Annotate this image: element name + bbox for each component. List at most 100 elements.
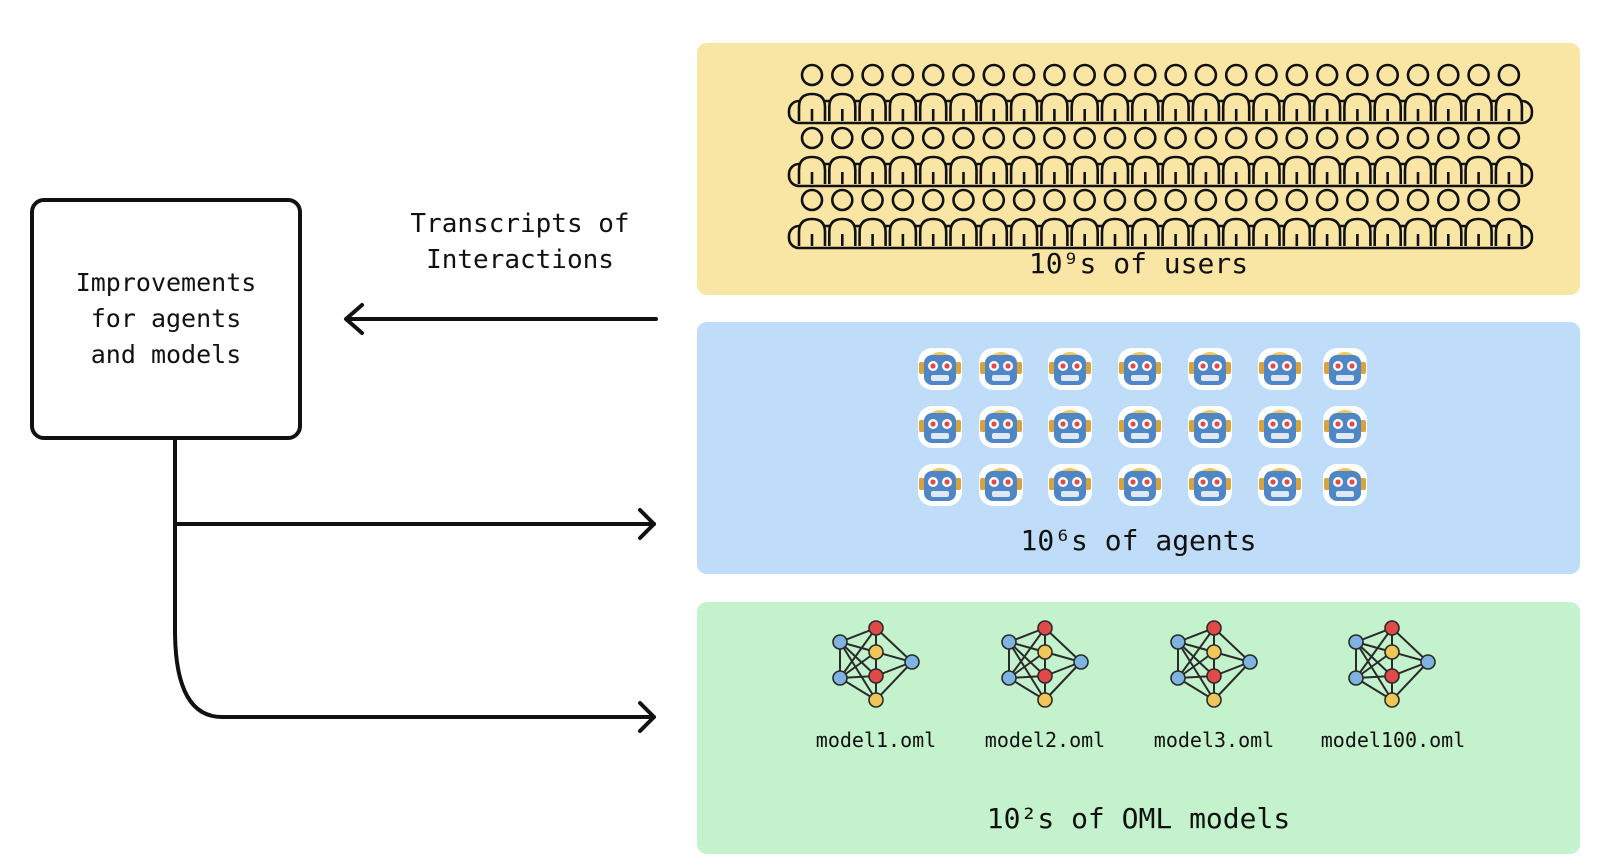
model-file-label: model2.oml [984, 728, 1106, 752]
person-icon [1070, 126, 1099, 184]
transcripts-label: Transcripts of Interactions [410, 209, 630, 275]
person-icon [1009, 188, 1039, 246]
person-icon [1434, 188, 1463, 246]
person-icon [1221, 126, 1251, 184]
person-icon [1040, 126, 1069, 184]
person-icon [858, 63, 887, 121]
person-icon [1040, 188, 1069, 246]
robot-icon [979, 464, 1023, 506]
neural-network-icon [1170, 620, 1258, 708]
person-icon [1312, 126, 1342, 184]
person-icon [979, 126, 1009, 184]
person-icon [888, 63, 918, 121]
transcripts-arrowhead [344, 303, 364, 335]
person-icon [1494, 63, 1524, 121]
user-row [787, 63, 1534, 125]
person-icon [1191, 63, 1221, 121]
robot-icon [918, 464, 962, 506]
person-icon [1252, 188, 1281, 246]
person-icon [1221, 188, 1251, 246]
person-icon [1312, 63, 1342, 121]
improvements-box: Improvements for agents and models [30, 198, 302, 440]
person-icon [797, 126, 827, 184]
robot-icon [918, 406, 962, 448]
person-icon [1070, 188, 1099, 246]
person-icon [1161, 188, 1190, 246]
person-icon [1343, 126, 1372, 184]
robot-icon [918, 348, 962, 390]
person-icon [1373, 126, 1402, 184]
robot-icon [1048, 464, 1092, 506]
robot-icon [1323, 348, 1367, 390]
robot-icon [1188, 348, 1232, 390]
person-icon [1343, 188, 1372, 246]
person-icon [1343, 63, 1372, 121]
person-icon [858, 188, 887, 246]
person-icon [1100, 63, 1130, 121]
person-icon [1434, 63, 1463, 121]
person-icon [1494, 188, 1524, 246]
person-icon [918, 126, 948, 184]
models-label: 10²s of OML models [986, 802, 1291, 835]
person-icon [949, 126, 978, 184]
robot-icon [1258, 348, 1302, 390]
person-icon [1131, 126, 1160, 184]
person-icon [1252, 126, 1281, 184]
users-panel: 10⁹s of users [697, 43, 1580, 295]
person-icon [918, 63, 948, 121]
person-icon [979, 188, 1009, 246]
person-icon [1100, 126, 1130, 184]
neural-network-icon [1348, 620, 1436, 708]
person-icon [1100, 188, 1130, 246]
model-file-label: model3.oml [1153, 728, 1275, 752]
user-row [787, 188, 1534, 250]
robot-icon [1188, 464, 1232, 506]
person-icon [979, 63, 1009, 121]
person-icon [828, 126, 857, 184]
person-icon [949, 188, 978, 246]
person-icon [858, 126, 887, 184]
robot-icon [1188, 406, 1232, 448]
agents-panel: 10⁶s of agents [697, 322, 1580, 574]
person-icon [797, 63, 827, 121]
user-row [787, 126, 1534, 188]
robot-icon [1118, 348, 1162, 390]
robot-icon [1048, 348, 1092, 390]
improvements-label: Improvements for agents and models [75, 268, 257, 369]
agents-arrowhead [638, 508, 656, 540]
person-icon [1131, 188, 1160, 246]
robot-icon [1118, 406, 1162, 448]
person-icon [828, 63, 857, 121]
person-icon [797, 188, 827, 246]
person-icon [1009, 126, 1039, 184]
person-icon [1403, 126, 1433, 184]
users-icons [787, 63, 1534, 250]
agents-label: 10⁶s of agents [1020, 524, 1257, 557]
person-icon [918, 188, 948, 246]
person-icon [1191, 126, 1221, 184]
models-icons [832, 620, 1436, 708]
person-icon [1221, 63, 1251, 121]
model-file-label: model1.oml [815, 728, 937, 752]
person-icon [1161, 126, 1190, 184]
person-icon [1464, 63, 1493, 121]
person-icon [1494, 126, 1524, 184]
robot-icon [1118, 464, 1162, 506]
agents-icons [918, 348, 1367, 506]
person-icon [888, 126, 918, 184]
person-icon [1403, 63, 1433, 121]
models-panel: model1.oml model2.oml model3.oml model10… [697, 602, 1580, 854]
neural-network-icon [1001, 620, 1089, 708]
person-icon [1191, 188, 1221, 246]
person-icon [1312, 188, 1342, 246]
person-icon [1282, 188, 1312, 246]
person-icon [1161, 63, 1190, 121]
person-icon [1070, 63, 1099, 121]
robot-icon [1258, 406, 1302, 448]
person-icon [828, 188, 857, 246]
neural-network-icon [832, 620, 920, 708]
person-icon [888, 188, 918, 246]
person-icon [949, 63, 978, 121]
person-icon [1464, 126, 1493, 184]
person-icon [1009, 63, 1039, 121]
